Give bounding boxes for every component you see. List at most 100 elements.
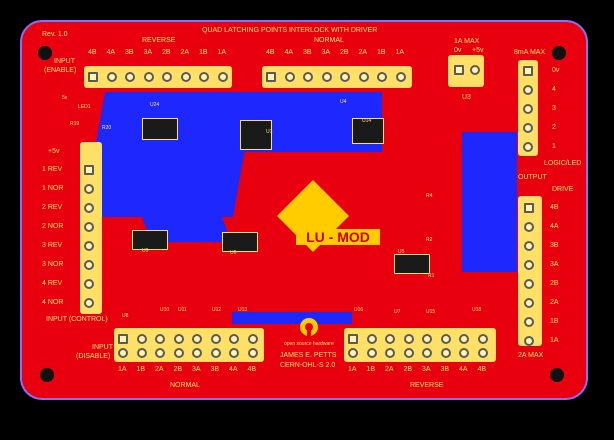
top-left-pin-label: 4A xyxy=(106,49,116,56)
component-ref: R20 xyxy=(102,125,112,131)
bottom-left-pin-label: 2A xyxy=(155,366,164,373)
control-pin-label: 3 REV xyxy=(42,242,63,249)
component-ref: U11 xyxy=(178,307,187,313)
top-right-pin-label: 1B xyxy=(377,49,386,56)
top-left-pin-label: 3B xyxy=(125,49,134,56)
top-left-pin-label: 4B xyxy=(88,49,97,56)
logic-led-footer: LOGIC/LED xyxy=(544,160,582,167)
top-left-pin-label: 2B xyxy=(162,49,171,56)
bottom-left-pad xyxy=(229,334,239,344)
control-pad xyxy=(84,222,94,232)
top-right-pin-label: 1A xyxy=(395,49,405,56)
board-rev: Rev. 1.0 xyxy=(42,31,68,38)
control-pin-label: 1 NOR xyxy=(42,185,64,192)
component-ref: U24 xyxy=(150,102,160,108)
control-pin-label: 1 REV xyxy=(42,166,63,173)
component-ref: U13 xyxy=(238,307,248,313)
output-pad xyxy=(524,336,534,346)
component-ref: R1 xyxy=(428,273,435,279)
top-left-pad xyxy=(143,72,154,82)
connector-top-right xyxy=(262,66,412,88)
power-pad-2 xyxy=(470,65,480,75)
top-right-pad xyxy=(321,72,332,82)
ic-u14 xyxy=(352,118,384,144)
output-pin-label: 4A xyxy=(550,223,559,230)
output-pad xyxy=(524,222,534,232)
component-ref: U4 xyxy=(340,99,347,105)
output-pad xyxy=(524,203,534,213)
component-ref: U7 xyxy=(394,309,401,315)
oshw-gear-icon xyxy=(300,318,318,337)
bottom-right-pad xyxy=(403,348,414,358)
bottom-left-pin-label: 3A xyxy=(192,366,201,373)
control-pad xyxy=(84,279,94,289)
bottom-right-pad xyxy=(459,348,469,358)
control-footer: INPUT (CONTROL) xyxy=(46,316,108,323)
top-left-pin-label: 1A xyxy=(217,49,227,56)
bottom-left-pin-label: 1A xyxy=(118,366,127,373)
top-right-pad xyxy=(284,72,295,82)
logic-led-pad xyxy=(523,66,533,76)
bottom-right-pad xyxy=(459,334,469,344)
bottom-right-pad xyxy=(422,334,432,344)
output-pad xyxy=(524,298,534,308)
component-ref: U6 xyxy=(230,250,237,256)
top-right-pin-label: 4A xyxy=(284,49,294,56)
bottom-left-pad xyxy=(229,348,239,358)
output-sub: DRIVE xyxy=(552,186,574,193)
output-pin-label: 1B xyxy=(550,318,559,325)
bottom-left-pad xyxy=(136,334,147,344)
bottom-right-pin-label: 2B xyxy=(403,366,413,373)
top-left-pad xyxy=(125,72,135,82)
component-ref: U1 xyxy=(266,129,273,135)
bottom-left-pad xyxy=(155,334,165,344)
control-pad xyxy=(84,241,94,251)
output-pad xyxy=(524,241,534,251)
bottom-right-pad xyxy=(385,348,395,358)
bottom-right-pad xyxy=(348,348,358,358)
bottom-right-pad xyxy=(385,334,395,344)
bottom-left-pad xyxy=(173,334,184,344)
logic-led-pin-label: 2 xyxy=(552,124,556,131)
top-left-input-label: INPUT xyxy=(54,58,75,65)
top-right-pad xyxy=(395,72,406,82)
mounting-hole-br xyxy=(550,368,564,382)
top-left-pad xyxy=(180,72,191,82)
connector-bottom-left xyxy=(114,328,264,362)
bottom-left-pin-label: 1B xyxy=(136,366,146,373)
mounting-hole-bl xyxy=(40,368,54,382)
bottom-right-pin-label: 1A xyxy=(348,366,357,373)
output-footer: 2A MAX xyxy=(518,352,544,359)
bottom-right-pad xyxy=(348,334,358,344)
power-pin-0v: 0v xyxy=(454,47,462,54)
control-pad xyxy=(84,184,94,194)
connector-top-left xyxy=(84,66,232,88)
copper-pour-bottom xyxy=(232,312,352,324)
bottom-right-pad xyxy=(477,334,488,344)
top-left-pad xyxy=(199,72,209,82)
component-ref: U14 xyxy=(362,118,372,124)
bottom-right-pin-label: 4B xyxy=(477,366,487,373)
license-text: CERN-OHL-S 2.0 xyxy=(280,362,336,369)
bottom-left-pad xyxy=(118,348,128,358)
bottom-right-pad xyxy=(477,348,488,358)
top-right-pin-label: 2A xyxy=(358,49,368,56)
bottom-left-pin-label: 4B xyxy=(247,366,257,373)
bottom-left-pad xyxy=(192,348,202,358)
logic-led-pin-label: 1 xyxy=(552,143,556,150)
control-pad xyxy=(84,260,94,270)
output-pad xyxy=(524,317,534,327)
top-left-heading: REVERSE xyxy=(142,37,176,44)
component-ref: U15 xyxy=(426,309,436,315)
top-right-pad xyxy=(377,72,387,82)
component-ref: R2 xyxy=(426,237,433,243)
bottom-right-pin-label: 3B xyxy=(440,366,450,373)
top-left-pad xyxy=(162,72,172,82)
bottom-right-pin-label: 2A xyxy=(385,366,394,373)
top-left-pin-label: 2A xyxy=(180,49,190,56)
bottom-right-pad xyxy=(422,348,432,358)
power-pin-5v: +5v xyxy=(472,47,484,54)
copper-pour-right xyxy=(462,132,517,272)
top-right-pad xyxy=(358,72,369,82)
logic-led-pad xyxy=(523,123,533,133)
